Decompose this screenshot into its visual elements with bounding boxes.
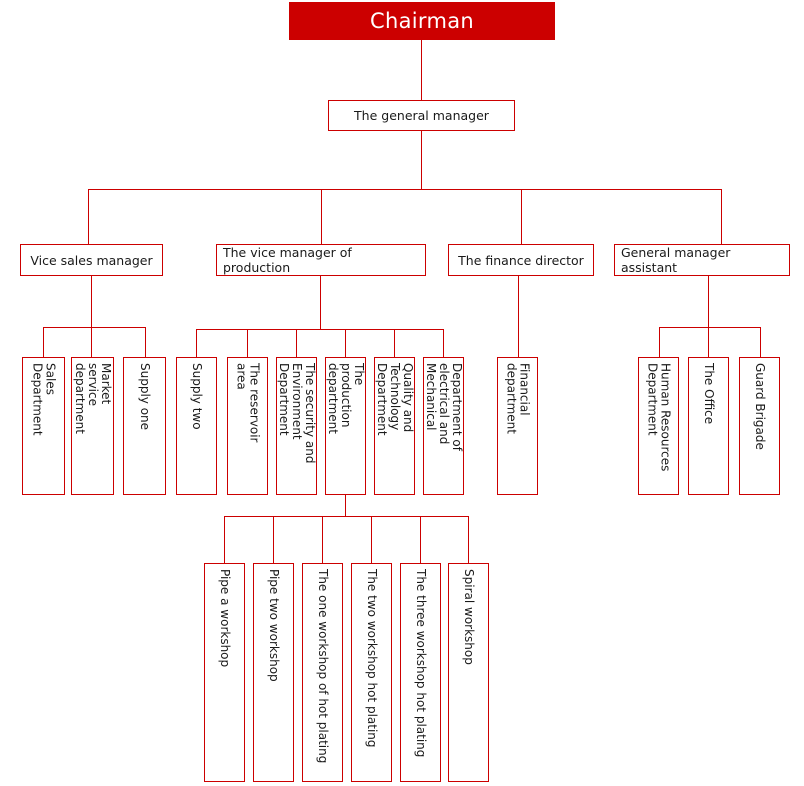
connector-workshop-child-1 (273, 516, 274, 563)
node-general-manager-assistant-label: General manager assistant (621, 245, 731, 275)
node-guard-brigade[interactable]: Guard Brigade (739, 357, 780, 495)
node-finance-director[interactable]: The finance director (448, 244, 594, 276)
node-two-workshop-hot-plating-label: The two workshop hot plating (364, 569, 379, 748)
node-finance-director-label: The finance director (458, 252, 584, 268)
node-chairman-label: Chairman (370, 9, 474, 33)
connector-sales-bus (43, 327, 146, 328)
connector-workshop-child-4 (420, 516, 421, 563)
node-vice-sales-manager[interactable]: Vice sales manager (20, 244, 163, 276)
node-financial-department[interactable]: Financial department (497, 357, 538, 495)
connector-workshop-child-3 (371, 516, 372, 563)
node-spiral-workshop-label: Spiral workshop (461, 569, 476, 665)
connector-sales-child-0 (43, 327, 44, 357)
node-pipe-two-workshop-label: Pipe two workshop (266, 569, 281, 682)
node-production-department-label: The production department (326, 363, 366, 434)
node-vice-sales-manager-label: Vice sales manager (30, 252, 153, 268)
node-supply-one[interactable]: Supply one (123, 357, 166, 495)
node-two-workshop-hot-plating[interactable]: The two workshop hot plating (351, 563, 392, 782)
node-the-office[interactable]: The Office (688, 357, 729, 495)
connector-workshop-bus (224, 516, 469, 517)
connector-level2-drop-sales (88, 189, 89, 244)
connector-workshop-drop (345, 495, 346, 517)
connector-assistant-child-2 (760, 327, 761, 357)
connector-gm-drop (421, 131, 422, 189)
connector-assistant-bus (659, 327, 760, 328)
node-supply-one-label: Supply one (137, 363, 152, 431)
node-electrical-mechanical-department-label: Department of electrical and Mechanical (424, 363, 464, 451)
node-one-workshop-hot-plating-label: The one workshop of hot plating (315, 569, 330, 764)
node-pipe-a-workshop[interactable]: Pipe a workshop (204, 563, 245, 782)
node-general-manager-label: The general manager (354, 108, 489, 123)
connector-production-child-1 (247, 329, 248, 357)
connector-sales-child-1 (91, 327, 92, 357)
node-financial-department-label: Financial department (504, 363, 532, 434)
node-the-reservoir-area-label: The reservoir area (234, 363, 262, 443)
connector-level2-drop-production (321, 189, 322, 244)
node-sales-department-label: Sales Department (30, 363, 58, 436)
node-general-manager-assistant[interactable]: General manager assistant (614, 244, 790, 276)
node-three-workshop-hot-plating[interactable]: The three workshop hot plating (400, 563, 441, 782)
connector-level2-drop-assistant (721, 189, 722, 244)
connector-level2-drop-finance (521, 189, 522, 244)
connector-sales-child-2 (145, 327, 146, 357)
node-quality-technology-department-label: Quality and Technology Department (375, 363, 415, 436)
node-supply-two-label: Supply two (189, 363, 204, 430)
node-sales-department[interactable]: Sales Department (22, 357, 65, 495)
node-the-reservoir-area[interactable]: The reservoir area (227, 357, 268, 495)
connector-chairman-to-gm (421, 40, 422, 100)
connector-production-child-4 (394, 329, 395, 357)
connector-assistant-drop (708, 276, 709, 327)
node-market-service-department-label: Market service department (73, 363, 113, 434)
node-the-office-label: The Office (701, 363, 716, 425)
connector-level2-bus (88, 189, 721, 190)
connector-workshop-child-0 (224, 516, 225, 563)
connector-assistant-child-0 (659, 327, 660, 357)
connector-production-bus (196, 329, 444, 330)
connector-production-drop (320, 276, 321, 329)
node-security-environment-department[interactable]: The security and Environment Department (276, 357, 317, 495)
connector-production-child-2 (296, 329, 297, 357)
node-guard-brigade-label: Guard Brigade (752, 363, 767, 450)
node-vice-manager-production[interactable]: The vice manager of production (216, 244, 426, 276)
node-quality-technology-department[interactable]: Quality and Technology Department (374, 357, 415, 495)
node-supply-two[interactable]: Supply two (176, 357, 217, 495)
node-human-resources-department[interactable]: Human Resources Department (638, 357, 679, 495)
node-pipe-two-workshop[interactable]: Pipe two workshop (253, 563, 294, 782)
node-general-manager[interactable]: The general manager (328, 100, 515, 131)
node-pipe-a-workshop-label: Pipe a workshop (217, 569, 232, 668)
connector-finance-drop (518, 276, 519, 357)
node-spiral-workshop[interactable]: Spiral workshop (448, 563, 489, 782)
connector-sales-drop (91, 276, 92, 327)
node-security-environment-department-label: The security and Environment Department (277, 363, 317, 464)
node-one-workshop-hot-plating[interactable]: The one workshop of hot plating (302, 563, 343, 782)
node-electrical-mechanical-department[interactable]: Department of electrical and Mechanical (423, 357, 464, 495)
node-chairman[interactable]: Chairman (289, 2, 555, 40)
connector-production-child-0 (196, 329, 197, 357)
connector-production-child-3 (345, 329, 346, 357)
connector-production-child-5 (443, 329, 444, 357)
node-three-workshop-hot-plating-label: The three workshop hot plating (413, 569, 428, 758)
node-vice-manager-production-label: The vice manager of production (223, 245, 352, 275)
node-production-department[interactable]: The production department (325, 357, 366, 495)
node-human-resources-department-label: Human Resources Department (645, 363, 673, 472)
connector-workshop-child-2 (322, 516, 323, 563)
connector-workshop-child-5 (468, 516, 469, 563)
connector-assistant-child-1 (708, 327, 709, 357)
node-market-service-department[interactable]: Market service department (71, 357, 114, 495)
